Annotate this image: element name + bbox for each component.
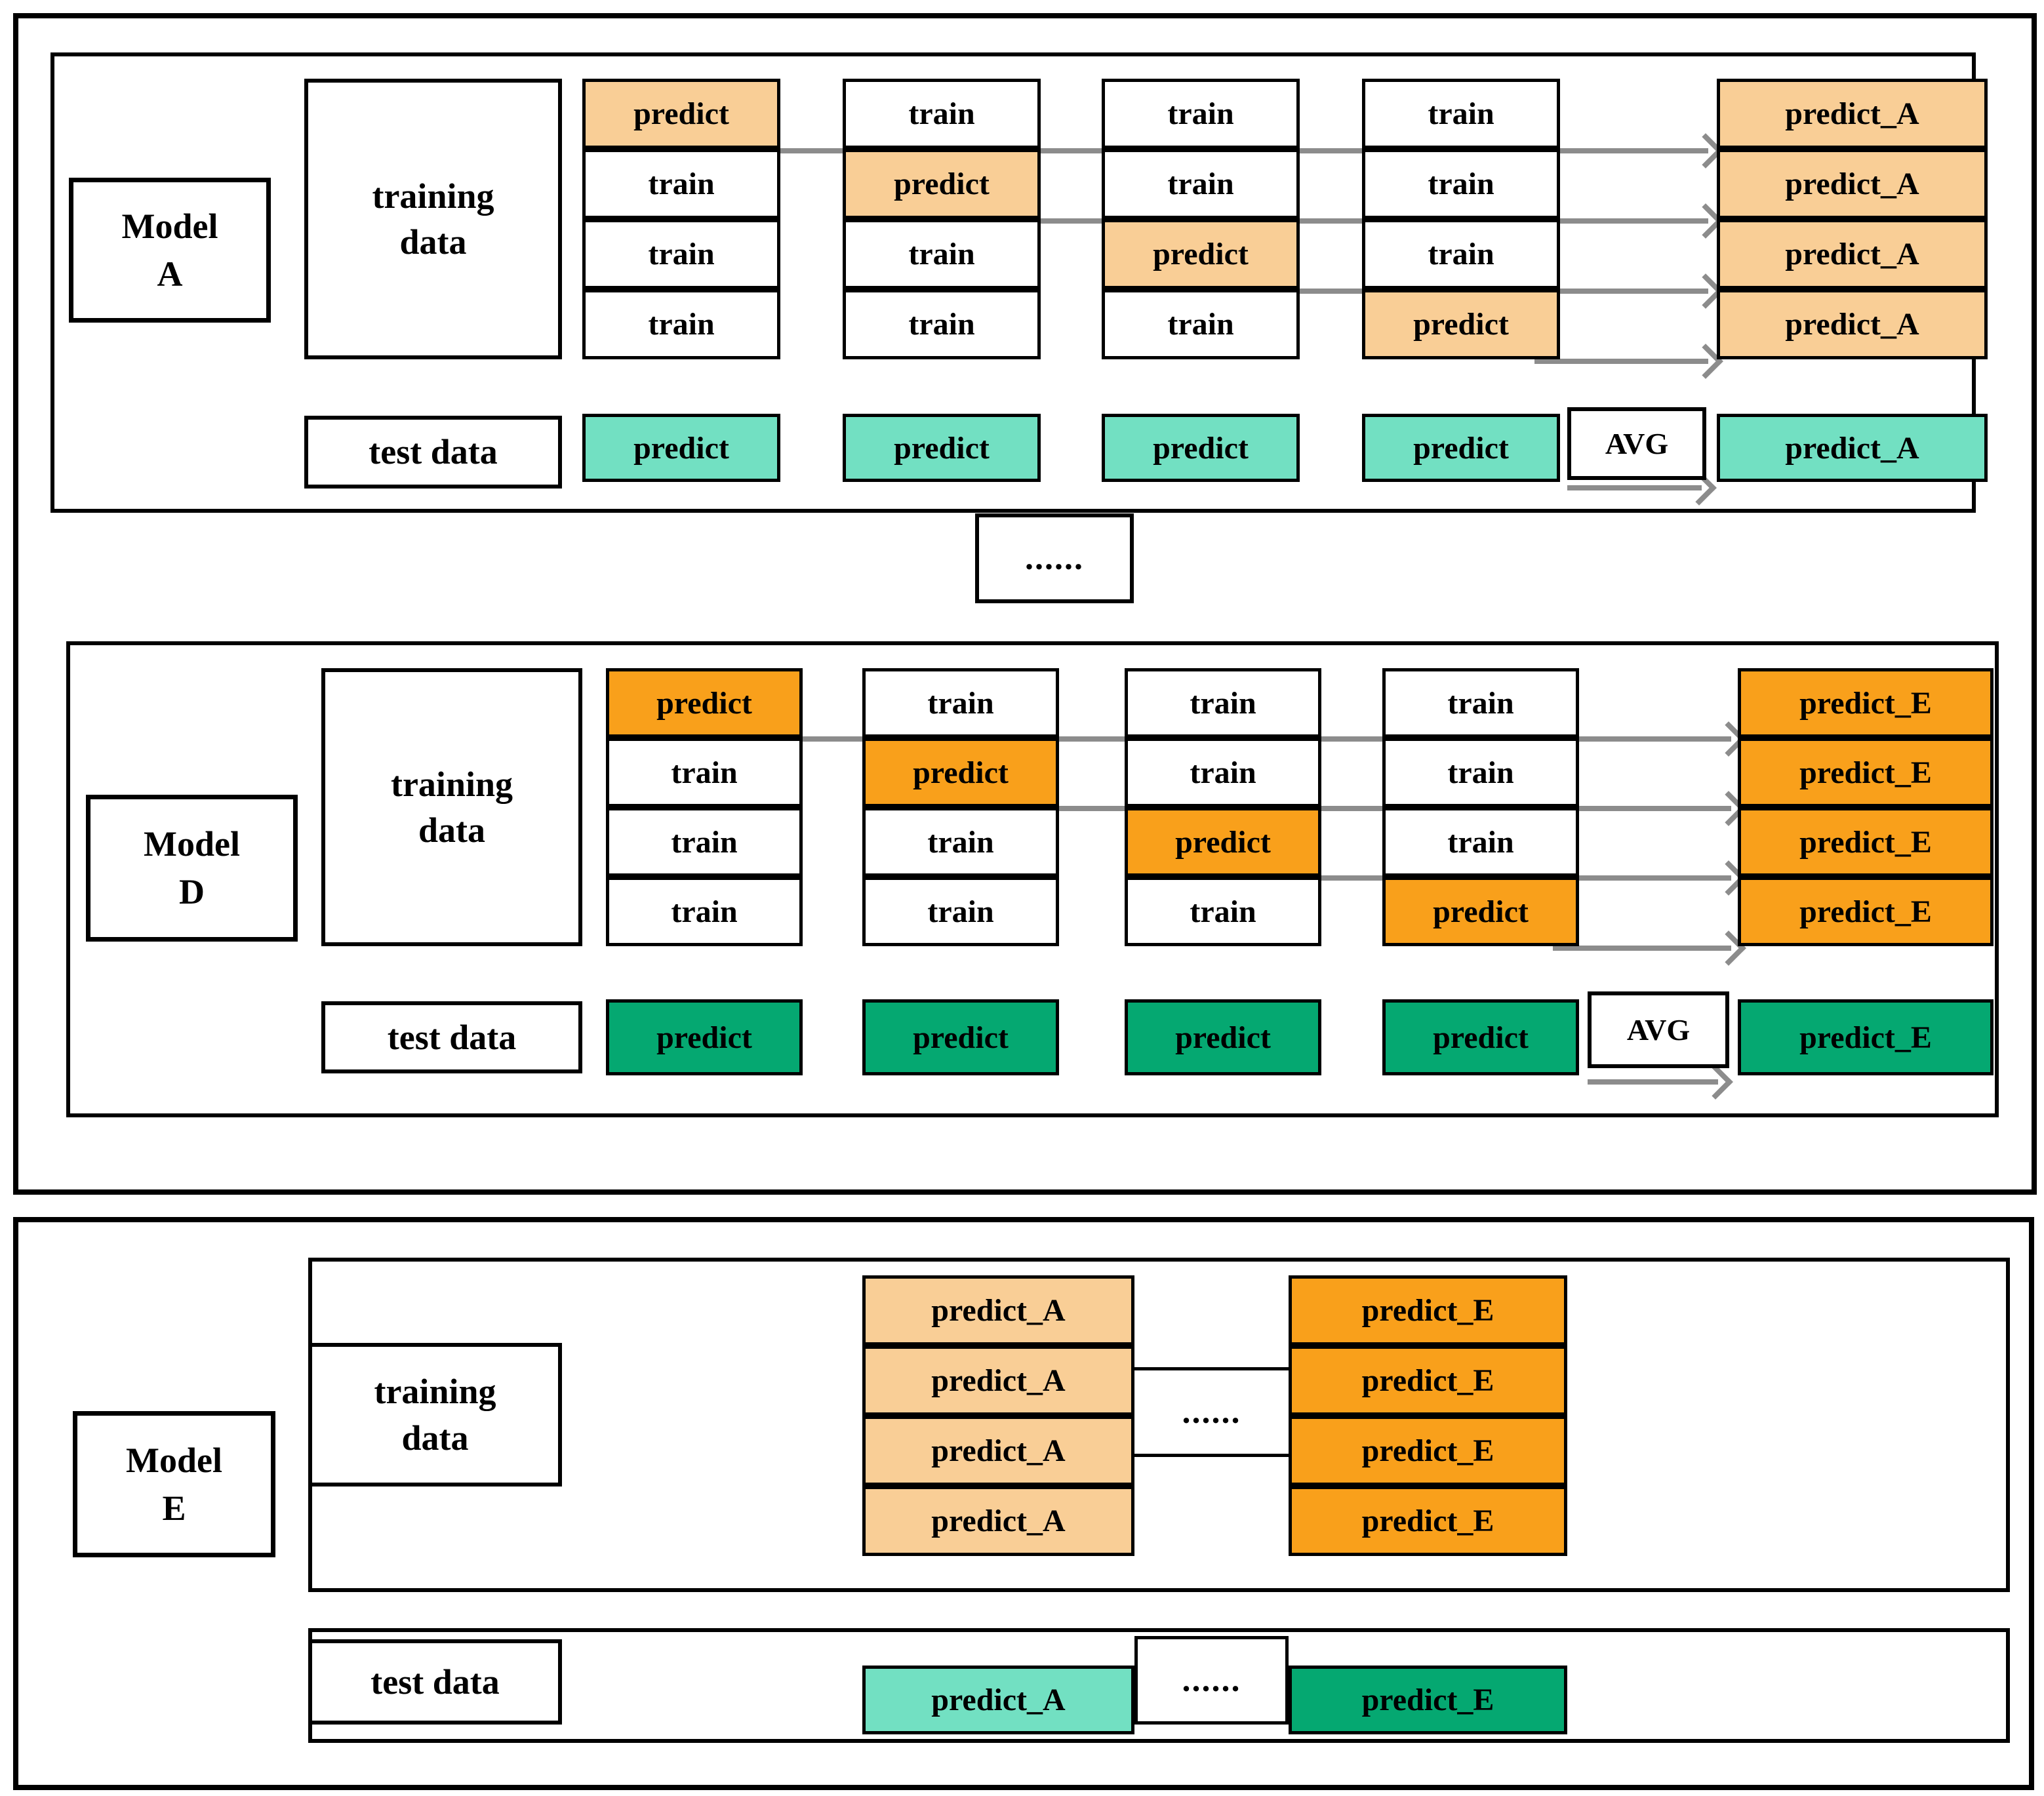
model-a-test-output: predict_A bbox=[1717, 414, 1988, 482]
model-a-output-0: predict_A bbox=[1717, 79, 1988, 149]
model-a-cell-r0c3: train bbox=[1362, 79, 1560, 149]
model-a-cell-r2c3: train bbox=[1362, 219, 1560, 289]
model-a-avg-arrow-line bbox=[1567, 485, 1702, 490]
model-d-cell-r1c2: train bbox=[1125, 738, 1321, 807]
model-e-test-dots-box: ...... bbox=[1134, 1636, 1289, 1725]
model-d-test-predict-1: predict bbox=[862, 999, 1059, 1075]
model-a-cell-r0c2: train bbox=[1102, 79, 1300, 149]
model-a-cell-r3c0: train bbox=[582, 289, 780, 359]
model-d-cell-r1c3: train bbox=[1382, 738, 1579, 807]
model-d-avg-box: AVG bbox=[1588, 991, 1729, 1068]
model-d-output-2: predict_E bbox=[1738, 807, 1994, 877]
model-a-cell-r3c3: predict bbox=[1362, 289, 1560, 359]
model-d-cell-r0c0: predict bbox=[606, 668, 803, 738]
model-d-cell-r2c1: train bbox=[862, 807, 1059, 877]
model-a-cell-r1c0: train bbox=[582, 149, 780, 219]
model-a-label: Model A bbox=[69, 178, 271, 323]
model-a-cell-r2c0: train bbox=[582, 219, 780, 289]
model-d-output-3: predict_E bbox=[1738, 877, 1994, 946]
model-d-cell-r3c1: train bbox=[862, 877, 1059, 946]
model-d-cell-r2c2: predict bbox=[1125, 807, 1321, 877]
model-d-fold2-arrow-line bbox=[1033, 806, 1731, 811]
model-a-cell-r1c1: predict bbox=[843, 149, 1041, 219]
model-d-cell-r0c2: train bbox=[1125, 668, 1321, 738]
model-e-label: Model E bbox=[73, 1411, 275, 1557]
model-a-output-3: predict_A bbox=[1717, 289, 1988, 359]
meta-model-frame bbox=[13, 1217, 2034, 1790]
model-e-train-connector-top-line bbox=[1134, 1367, 1289, 1370]
model-d-cell-r0c1: train bbox=[862, 668, 1059, 738]
model-d-avg-arrow-line bbox=[1588, 1079, 1718, 1085]
model-e-train-connector-bottom-line bbox=[1134, 1454, 1289, 1457]
model-d-test-predict-3: predict bbox=[1382, 999, 1579, 1075]
model-d-cell-r3c0: train bbox=[606, 877, 803, 946]
model-d-cell-r1c0: train bbox=[606, 738, 803, 807]
model-d-cell-r2c0: train bbox=[606, 807, 803, 877]
model-d-cell-r1c1: predict bbox=[862, 738, 1059, 807]
model-e-feature-a-1: predict_A bbox=[862, 1346, 1134, 1416]
model-e-training-data-box: training data bbox=[308, 1343, 562, 1487]
model-a-cell-r2c2: predict bbox=[1102, 219, 1300, 289]
model-a-test-predict-3: predict bbox=[1362, 414, 1560, 482]
models-separator-dots-box: ...... bbox=[975, 513, 1134, 603]
model-d-test-predict-2: predict bbox=[1125, 999, 1321, 1075]
model-a-cell-r3c1: train bbox=[843, 289, 1041, 359]
model-a-fold4-arrow-line bbox=[1534, 359, 1708, 364]
model-d-training-data-box: training data bbox=[321, 668, 582, 946]
model-d-panel bbox=[66, 641, 1999, 1117]
model-a-output-2: predict_A bbox=[1717, 219, 1988, 289]
model-a-cell-r0c0: predict bbox=[582, 79, 780, 149]
model-d-test-data-box: test data bbox=[321, 1001, 582, 1073]
model-a-output-1: predict_A bbox=[1717, 149, 1988, 219]
model-e-feature-a-0: predict_A bbox=[862, 1275, 1134, 1346]
model-d-output-0: predict_E bbox=[1738, 668, 1994, 738]
model-d-cell-r0c3: train bbox=[1382, 668, 1579, 738]
model-d-cell-r3c3: predict bbox=[1382, 877, 1579, 946]
model-e-train-dots: ...... bbox=[1182, 1393, 1241, 1431]
model-a-test-predict-0: predict bbox=[582, 414, 780, 482]
model-d-output-1: predict_E bbox=[1738, 738, 1994, 807]
model-a-avg-box: AVG bbox=[1567, 407, 1706, 480]
model-d-cell-r2c3: train bbox=[1382, 807, 1579, 877]
model-d-fold4-arrow-line bbox=[1553, 946, 1731, 951]
model-a-cell-r1c2: train bbox=[1102, 149, 1300, 219]
model-e-feature-a-3: predict_A bbox=[862, 1486, 1134, 1556]
model-a-cell-r0c1: train bbox=[843, 79, 1041, 149]
model-d-test-predict-0: predict bbox=[606, 999, 803, 1075]
model-e-feature-e-3: predict_E bbox=[1289, 1486, 1567, 1556]
model-a-test-data-box: test data bbox=[304, 416, 562, 489]
model-d-test-output: predict_E bbox=[1738, 999, 1994, 1075]
model-d-label: Model D bbox=[86, 795, 298, 942]
model-a-test-predict-2: predict bbox=[1102, 414, 1300, 482]
model-e-feature-e-2: predict_E bbox=[1289, 1416, 1567, 1486]
model-a-cell-r1c3: train bbox=[1362, 149, 1560, 219]
model-e-feature-e-0: predict_E bbox=[1289, 1275, 1567, 1346]
model-e-feature-a-2: predict_A bbox=[862, 1416, 1134, 1486]
model-e-test-data-box: test data bbox=[308, 1639, 562, 1725]
model-a-training-data-box: training data bbox=[304, 79, 562, 359]
model-e-test-feature-a: predict_A bbox=[862, 1666, 1134, 1734]
model-a-cell-r2c1: train bbox=[843, 219, 1041, 289]
model-d-cell-r3c2: train bbox=[1125, 877, 1321, 946]
model-a-test-predict-1: predict bbox=[843, 414, 1041, 482]
model-e-test-feature-e: predict_E bbox=[1289, 1666, 1567, 1734]
base-models-frame bbox=[13, 13, 2037, 1195]
model-a-cell-r3c2: train bbox=[1102, 289, 1300, 359]
model-e-feature-e-1: predict_E bbox=[1289, 1346, 1567, 1416]
